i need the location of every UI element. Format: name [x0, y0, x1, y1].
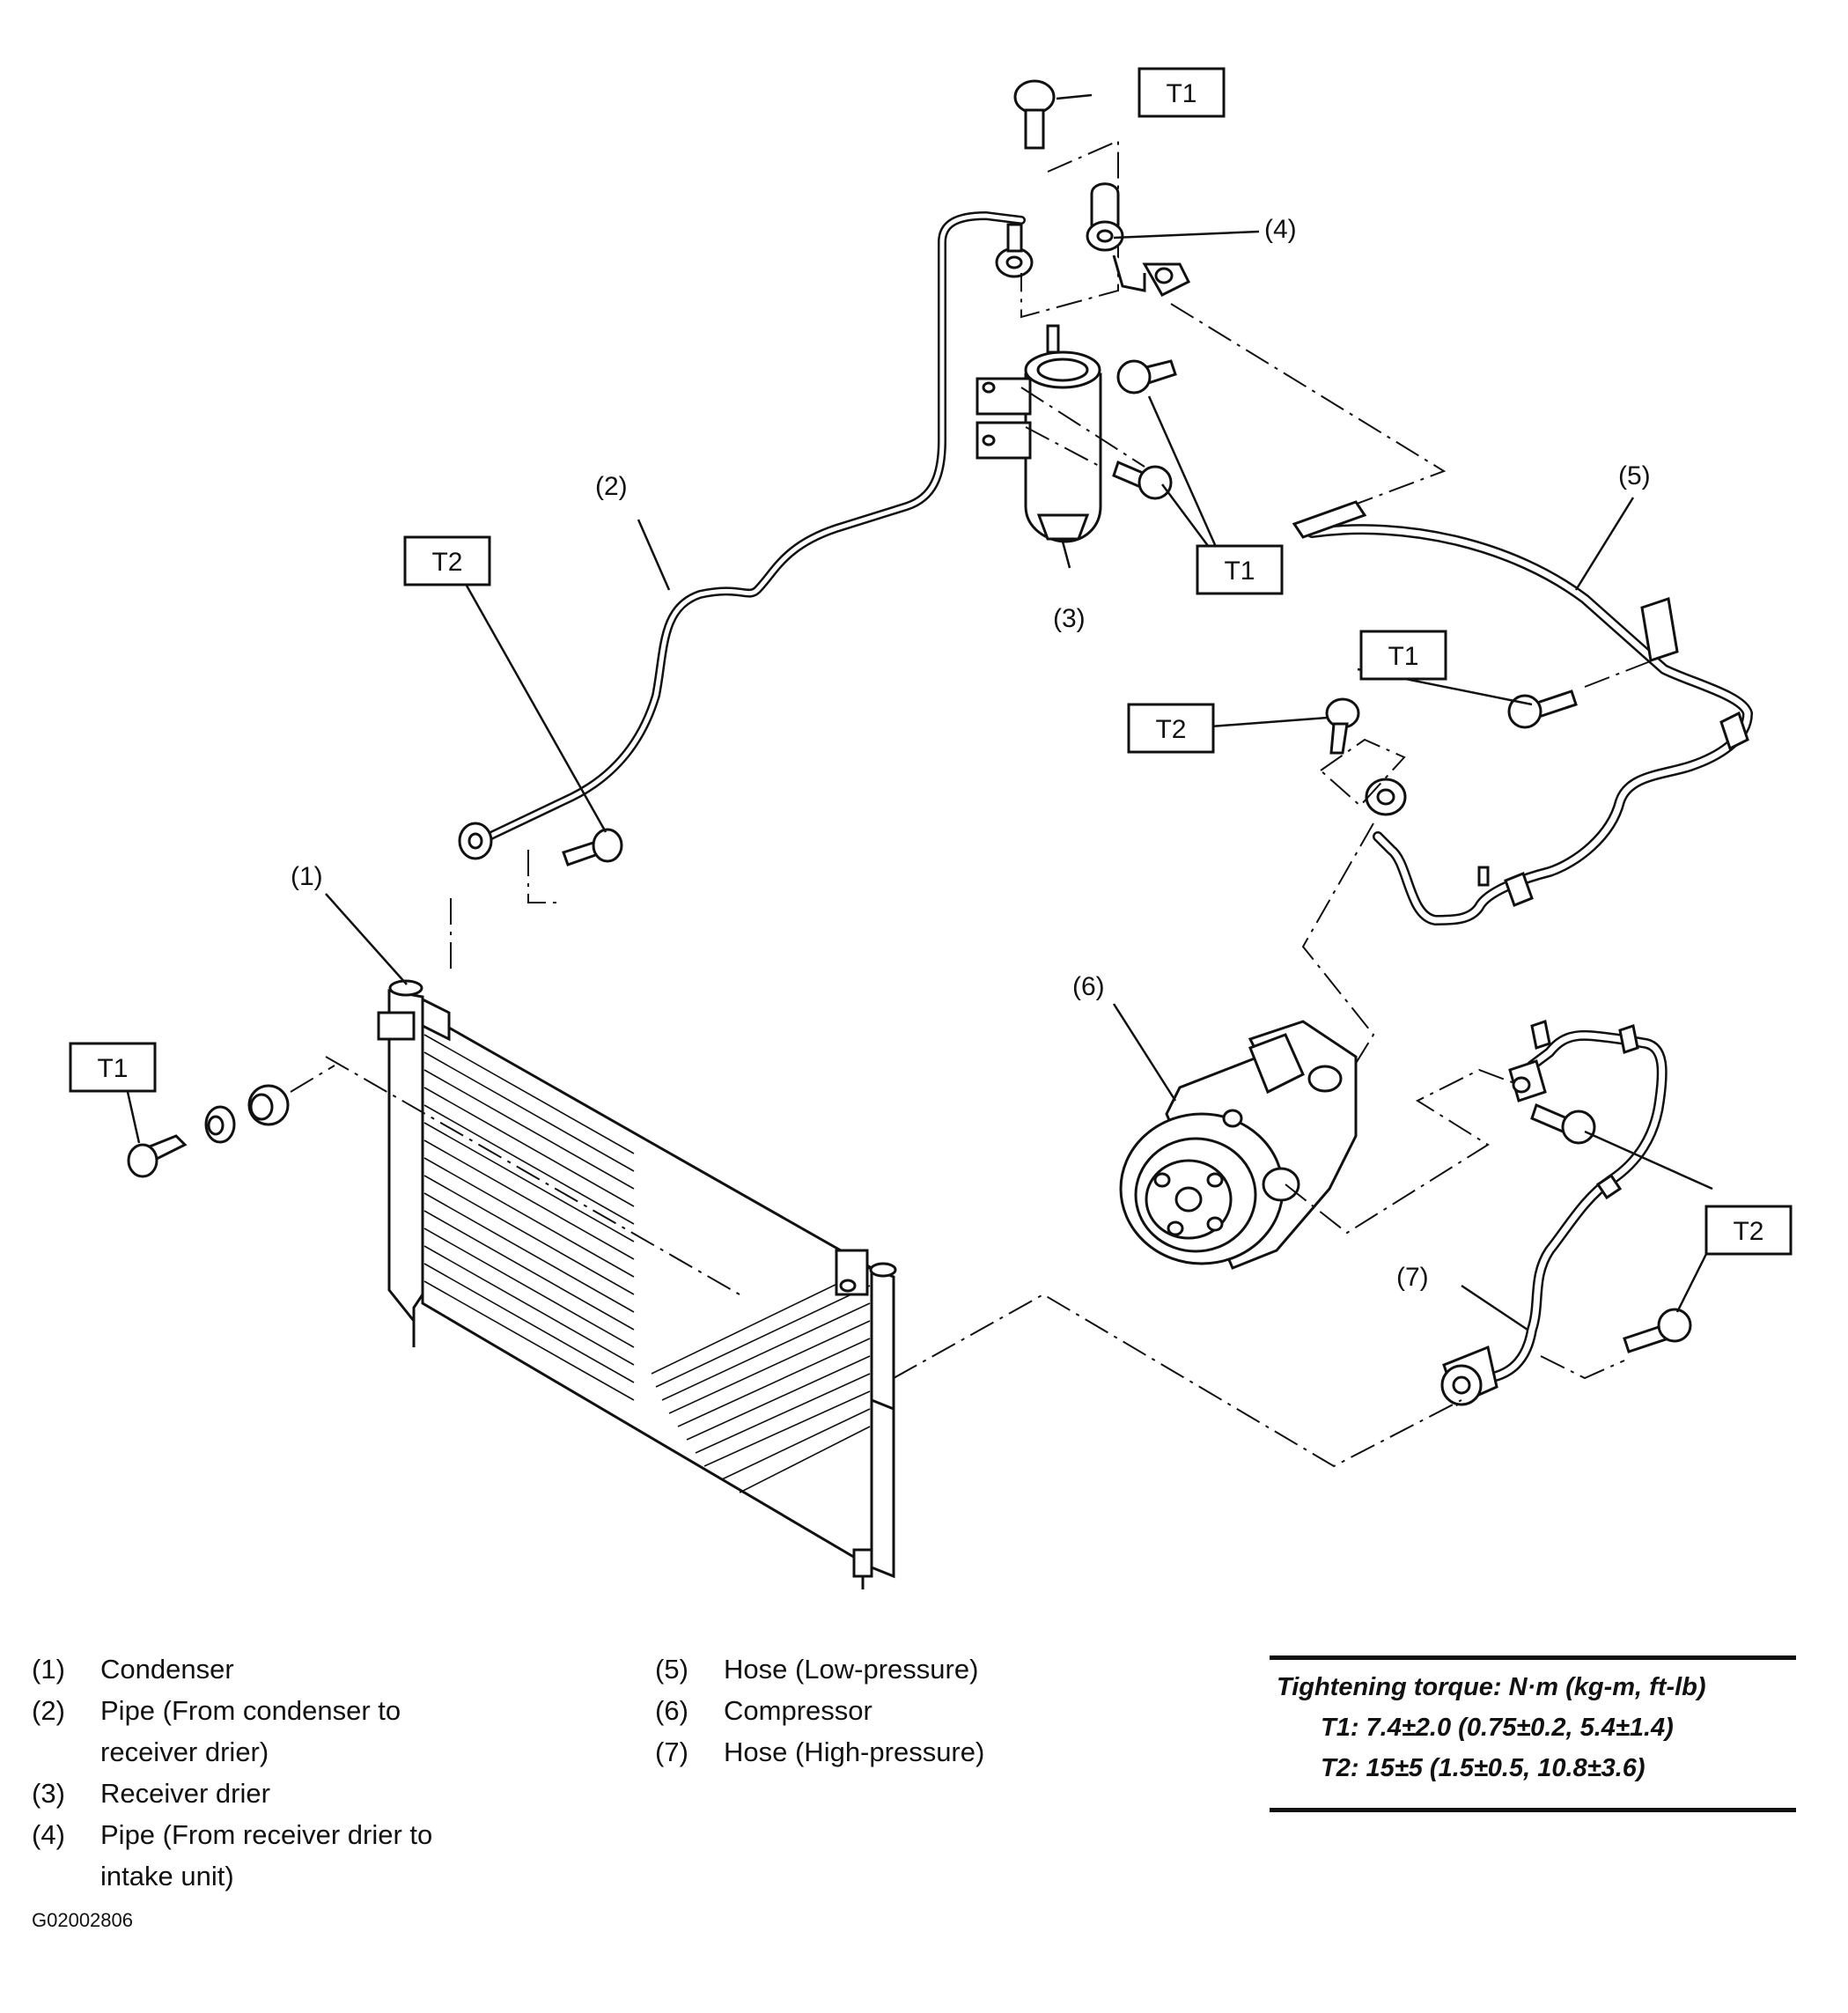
- legend-item-text: Pipe (From condenser to receiver drier): [100, 1695, 401, 1767]
- pipe-drier-to-intake: [1086, 182, 1191, 297]
- tag-t1-left-label: T1: [97, 1054, 128, 1083]
- bolt-t2-compressor: [1325, 697, 1360, 755]
- legend-item-text: Condenser: [100, 1654, 234, 1685]
- tag-t2-pipe: T2: [403, 535, 491, 586]
- legend-item-text: Hose (High-pressure): [724, 1736, 985, 1767]
- callout-7: (7): [1396, 1263, 1429, 1292]
- legend-item: (6) Compressor: [655, 1690, 1113, 1731]
- legend-item-text: Pipe (From receiver drier to intake unit…: [100, 1819, 433, 1891]
- legend-item-number: (4): [32, 1819, 65, 1850]
- legend-item-number: (5): [655, 1654, 688, 1685]
- tag-t1-drier-label: T1: [1224, 557, 1255, 586]
- legend-item-text: Compressor: [724, 1695, 872, 1726]
- torque-t2: T2: 15±5 (1.5±0.5, 10.8±3.6): [1321, 1754, 1646, 1782]
- legend-item: (2) Pipe (From condenser to receiver dri…: [32, 1690, 490, 1773]
- callout-3: (3): [1053, 604, 1086, 633]
- bolt-t1-hose: [1507, 689, 1578, 729]
- legend-item: (3) Receiver drier: [32, 1773, 490, 1814]
- tag-t1-drier: T1: [1196, 544, 1284, 595]
- bolt-t2-pipe: [562, 828, 623, 866]
- tag-t1-top: T1: [1138, 67, 1226, 118]
- tag-t1-hose: T1: [1359, 630, 1447, 681]
- legend-item-number: (3): [32, 1778, 65, 1809]
- legend-left: (1) Condenser (2) Pipe (From condenser t…: [32, 1648, 490, 1897]
- tag-t1-hose-label: T1: [1388, 642, 1418, 671]
- torque-t1: T1: 7.4±2.0 (0.75±0.2, 5.4±1.4): [1321, 1714, 1674, 1742]
- condenser: [377, 979, 897, 1589]
- tag-t1-top-label: T1: [1166, 79, 1196, 108]
- legend-item: (4) Pipe (From receiver drier to intake …: [32, 1814, 490, 1897]
- legend-item: (5) Hose (Low-pressure): [655, 1648, 1113, 1690]
- tag-t2-compressor: T2: [1127, 703, 1215, 754]
- compressor: [1119, 1020, 1358, 1270]
- tag-t2-right: T2: [1704, 1205, 1793, 1256]
- tag-t1-left: T1: [69, 1042, 157, 1093]
- callout-5: (5): [1618, 461, 1651, 490]
- tag-t2-right-label: T2: [1733, 1217, 1763, 1246]
- callout-6: (6): [1072, 972, 1105, 1001]
- legend-item-number: (6): [655, 1695, 688, 1726]
- bolts-t1-drier: [1112, 359, 1177, 500]
- legend-item-number: (7): [655, 1736, 688, 1767]
- callout-4: (4): [1264, 215, 1297, 244]
- torque-title: Tightening torque: N·m (kg-m, ft-lb): [1277, 1673, 1706, 1701]
- tag-t2-compressor-label: T2: [1155, 715, 1186, 744]
- bolt-t1-top: [1013, 79, 1056, 150]
- bolts-t2-high-pressure: [1530, 1102, 1692, 1353]
- figure-id: G02002806: [32, 1909, 133, 1931]
- legend-right: (5) Hose (Low-pressure) (6) Compressor (…: [655, 1648, 1113, 1773]
- callout-1: (1): [291, 862, 323, 891]
- legend-item-number: (1): [32, 1654, 65, 1685]
- callout-2: (2): [595, 472, 628, 501]
- receiver-drier: [976, 324, 1102, 543]
- legend-item-text: Hose (Low-pressure): [724, 1654, 979, 1685]
- tag-t2-pipe-label: T2: [431, 548, 462, 577]
- torque-spec-box: Tightening torque: N·m (kg-m, ft-lb) T1:…: [1270, 1655, 1796, 1812]
- condenser-mount-parts: [127, 1084, 290, 1178]
- legend-item-number: (2): [32, 1695, 65, 1726]
- legend-item: (7) Hose (High-pressure): [655, 1731, 1113, 1773]
- legend-item-text: Receiver drier: [100, 1778, 270, 1809]
- legend-item: (1) Condenser: [32, 1648, 490, 1690]
- ac-system-diagram: (1) (2) (3) (4) (5) (6) (7) T1 T1 T1 T1 …: [69, 67, 1793, 1589]
